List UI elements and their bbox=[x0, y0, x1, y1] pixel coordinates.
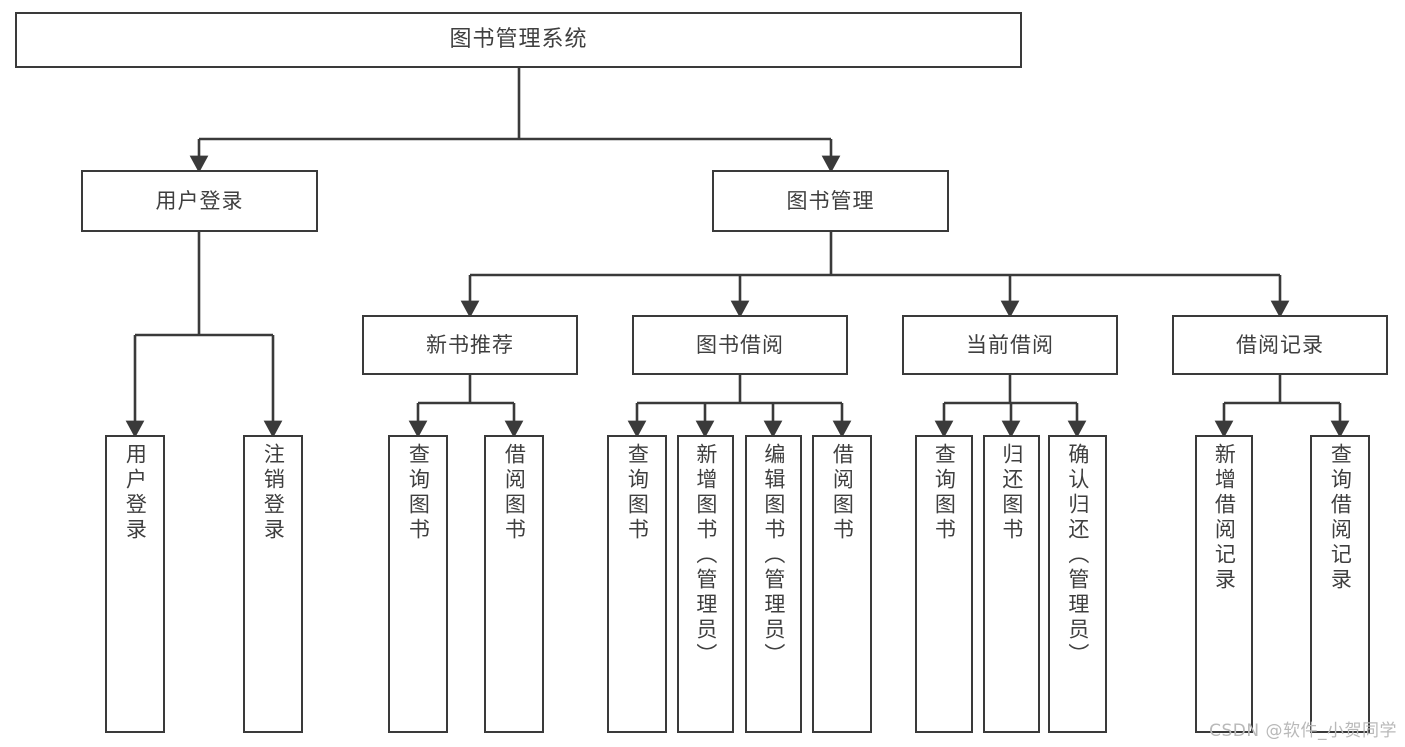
node-leaf-new-book-query[interactable]: 查询图书 bbox=[388, 435, 448, 733]
node-leaf-user-login-logout[interactable]: 注销登录 bbox=[243, 435, 303, 733]
node-book-borrow[interactable]: 图书借阅 bbox=[632, 315, 848, 375]
node-user-login[interactable]: 用户登录 bbox=[81, 170, 318, 232]
node-label: 注销登录 bbox=[261, 443, 286, 543]
node-leaf-book-borrow-add[interactable]: 新增图书（管理员） bbox=[677, 435, 734, 733]
node-label: 图书管理 bbox=[786, 188, 875, 213]
csdn-watermark: CSDN @软件_小贺同学 bbox=[1209, 721, 1397, 741]
node-leaf-book-borrow-edit[interactable]: 编辑图书（管理员） bbox=[745, 435, 802, 733]
node-leaf-borrow-record-query[interactable]: 查询借阅记录 bbox=[1310, 435, 1370, 733]
node-label: 新增借阅记录 bbox=[1212, 443, 1237, 593]
node-root-system[interactable]: 图书管理系统 bbox=[15, 12, 1022, 68]
node-label: 查询图书 bbox=[625, 443, 650, 543]
node-leaf-current-borrow-return[interactable]: 归还图书 bbox=[983, 435, 1040, 733]
node-label: 图书借阅 bbox=[696, 332, 784, 357]
node-label: 确认归还（管理员） bbox=[1065, 443, 1090, 668]
node-current-borrow[interactable]: 当前借阅 bbox=[902, 315, 1118, 375]
node-label: 借阅图书 bbox=[502, 443, 527, 543]
node-leaf-borrow-record-add[interactable]: 新增借阅记录 bbox=[1195, 435, 1253, 733]
node-leaf-current-borrow-query[interactable]: 查询图书 bbox=[915, 435, 973, 733]
node-label: 用户登录 bbox=[123, 443, 148, 543]
node-leaf-new-book-borrow[interactable]: 借阅图书 bbox=[484, 435, 544, 733]
node-leaf-user-login-login[interactable]: 用户登录 bbox=[105, 435, 165, 733]
node-leaf-book-borrow-query[interactable]: 查询图书 bbox=[607, 435, 667, 733]
node-leaf-book-borrow-borrow[interactable]: 借阅图书 bbox=[812, 435, 872, 733]
node-book-management[interactable]: 图书管理 bbox=[712, 170, 949, 232]
node-leaf-current-borrow-confirm[interactable]: 确认归还（管理员） bbox=[1048, 435, 1107, 733]
node-label: 图书管理系统 bbox=[449, 27, 588, 53]
node-new-book-recommend[interactable]: 新书推荐 bbox=[362, 315, 578, 375]
node-label: 编辑图书（管理员） bbox=[761, 443, 786, 668]
node-label: 借阅图书 bbox=[830, 443, 855, 543]
node-borrow-record[interactable]: 借阅记录 bbox=[1172, 315, 1388, 375]
node-label: 当前借阅 bbox=[966, 332, 1054, 357]
node-label: 新书推荐 bbox=[426, 332, 514, 357]
node-label: 用户登录 bbox=[155, 188, 244, 213]
node-label: 查询图书 bbox=[932, 443, 957, 543]
node-label: 新增图书（管理员） bbox=[693, 443, 718, 668]
node-label: 查询借阅记录 bbox=[1328, 443, 1353, 593]
node-label: 借阅记录 bbox=[1236, 332, 1324, 357]
node-label: 查询图书 bbox=[406, 443, 431, 543]
node-label: 归还图书 bbox=[999, 443, 1024, 543]
